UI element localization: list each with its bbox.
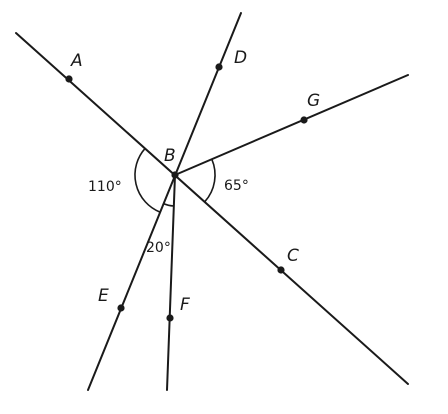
point-c [277,266,285,274]
point-g [300,116,308,124]
label-d: D [234,48,247,68]
label-g: G [307,91,320,111]
angle-arc-110 [134,147,161,213]
label-e: E [98,286,109,306]
angle-arc-65 [204,158,216,203]
angle-label-110: 110° [88,179,122,195]
label-f: F [180,295,190,315]
ray-bg [174,74,409,176]
angle-arc-20 [163,202,174,207]
label-a: A [70,51,83,71]
label-b: B [164,146,176,166]
angle-label-65: 65° [224,178,249,194]
line-ac [15,32,409,385]
point-f [166,314,174,322]
label-c: C [287,246,299,266]
line-de [87,12,242,391]
point-a [65,75,73,83]
angle-label-20: 20° [146,240,171,256]
point-d [215,63,223,71]
point-b [171,171,179,179]
ray-bf [166,174,176,391]
point-e [117,304,125,312]
